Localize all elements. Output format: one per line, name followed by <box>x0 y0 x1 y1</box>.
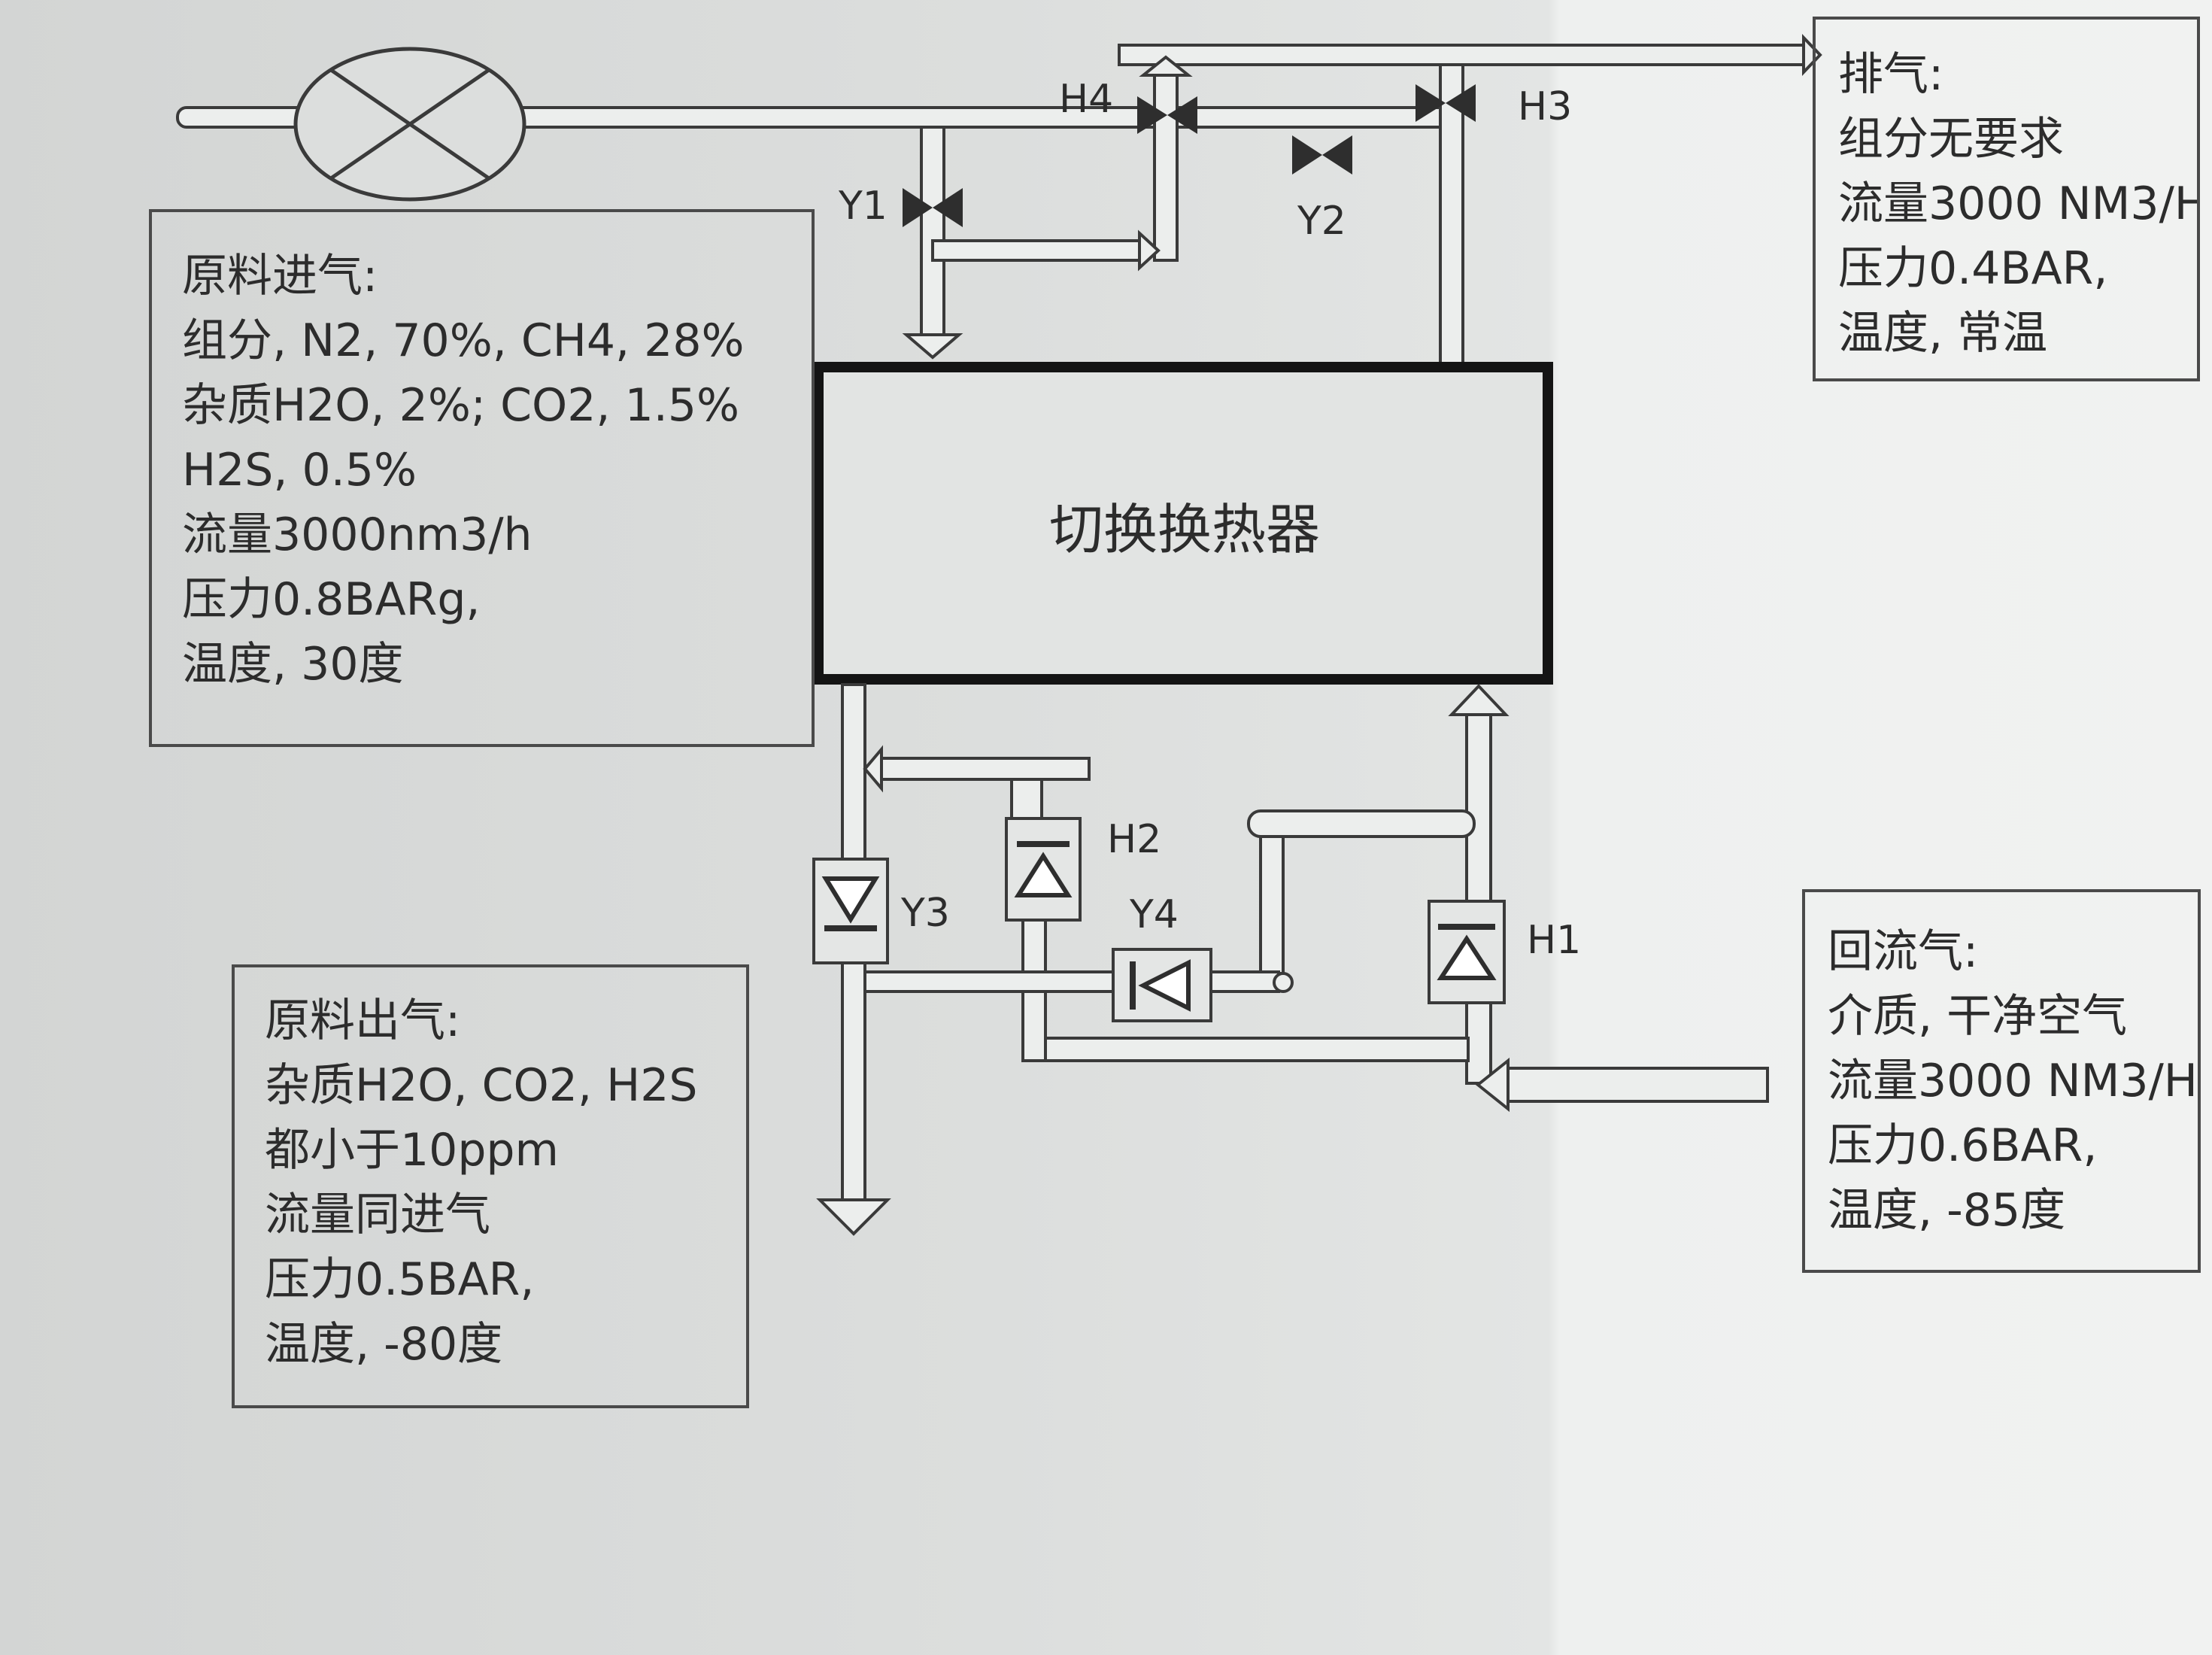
exhaust-line: 压力0.4BAR, <box>1838 242 2108 295</box>
exhaust-line: 流量3000 NM3/H <box>1838 178 2200 230</box>
exhaust-header-pipe <box>1118 34 1822 76</box>
return-gas-info: 回流气: 介质, 干净空气 流量3000 NM3/H 压力0.6BAR, 温度,… <box>1802 889 2201 1273</box>
return-supply-pipe <box>1448 684 1769 1113</box>
exhaust-line: 排气: <box>1838 48 1944 101</box>
feed-inlet-line: 流量3000nm3/h <box>182 509 533 561</box>
y3-junction-pipe <box>863 970 1115 993</box>
valve-y4 <box>1112 948 1212 1022</box>
y1-branch-pipe <box>902 126 1161 360</box>
y4-loop-pipe <box>1202 809 1476 993</box>
return-gas-line: 压力0.6BAR, <box>1828 1119 2098 1172</box>
valve-y2 <box>1292 135 1352 175</box>
valve-tag-h4: H4 <box>1059 77 1114 122</box>
feed-outlet-line: 都小于10ppm <box>265 1124 559 1177</box>
feed-inlet-line: 原料进气: <box>182 250 378 302</box>
feed-outlet-line: 温度, -80度 <box>265 1318 503 1371</box>
feed-inlet-line: 温度, 30度 <box>182 638 404 691</box>
valve-h1 <box>1428 900 1506 1004</box>
blower-icon <box>293 47 526 202</box>
valve-h2 <box>1005 778 1082 922</box>
valve-tag-h3: H3 <box>1518 84 1573 129</box>
exhaust-line: 组分无要求 <box>1838 113 2064 166</box>
valve-tag-y2: Y2 <box>1297 199 1346 244</box>
valve-tag-y4: Y4 <box>1130 892 1179 937</box>
exhaust-info: 排气: 组分无要求 流量3000 NM3/H 压力0.4BAR, 温度, 常温 <box>1813 17 2200 381</box>
exhaust-line: 温度, 常温 <box>1838 307 2048 360</box>
feed-inlet-line: 组分, N2, 70%, CH4, 28% <box>182 314 745 367</box>
valve-tag-h2: H2 <box>1107 817 1162 862</box>
feed-outlet-info: 原料出气: 杂质H2O, CO2, H2S 都小于10ppm 流量同进气 压力0… <box>232 964 749 1408</box>
return-gas-line: 回流气: <box>1828 925 1979 978</box>
feed-outlet-line: 原料出气: <box>265 995 461 1047</box>
valve-tag-y3: Y3 <box>901 891 950 936</box>
feed-outlet-line: 流量同进气 <box>265 1189 490 1241</box>
heat-exchanger-label: 切换换热器 <box>1048 498 1320 561</box>
return-gas-line: 温度, -85度 <box>1828 1184 2066 1237</box>
exhaust-riser-h3 <box>1439 63 1464 367</box>
valve-h3 <box>1415 84 1476 122</box>
exhaust-riser-h4 <box>1139 55 1193 262</box>
feed-inlet-line: 杂质H2O, 2%; CO2, 1.5% <box>182 379 740 432</box>
valve-h4 <box>1137 96 1197 134</box>
feed-inlet-line: 压力0.8BARg, <box>182 573 481 626</box>
valve-y1 <box>903 188 963 227</box>
feed-outlet-line: 杂质H2O, CO2, H2S <box>265 1059 698 1112</box>
feed-inlet-line: H2S, 0.5% <box>182 444 417 496</box>
valve-tag-y1: Y1 <box>839 184 888 229</box>
return-gas-line: 流量3000 NM3/H <box>1828 1055 2198 1107</box>
feed-outlet-line: 压力0.5BAR, <box>265 1253 535 1306</box>
return-gas-line: 介质, 干净空气 <box>1828 990 2128 1043</box>
valve-y3 <box>812 858 889 964</box>
feed-inlet-info: 原料进气: 组分, N2, 70%, CH4, 28% 杂质H2O, 2%; C… <box>149 209 815 747</box>
valve-tag-h1: H1 <box>1527 918 1582 963</box>
h2-to-outlet-pipe <box>863 745 1091 793</box>
heat-exchanger <box>813 362 1553 685</box>
